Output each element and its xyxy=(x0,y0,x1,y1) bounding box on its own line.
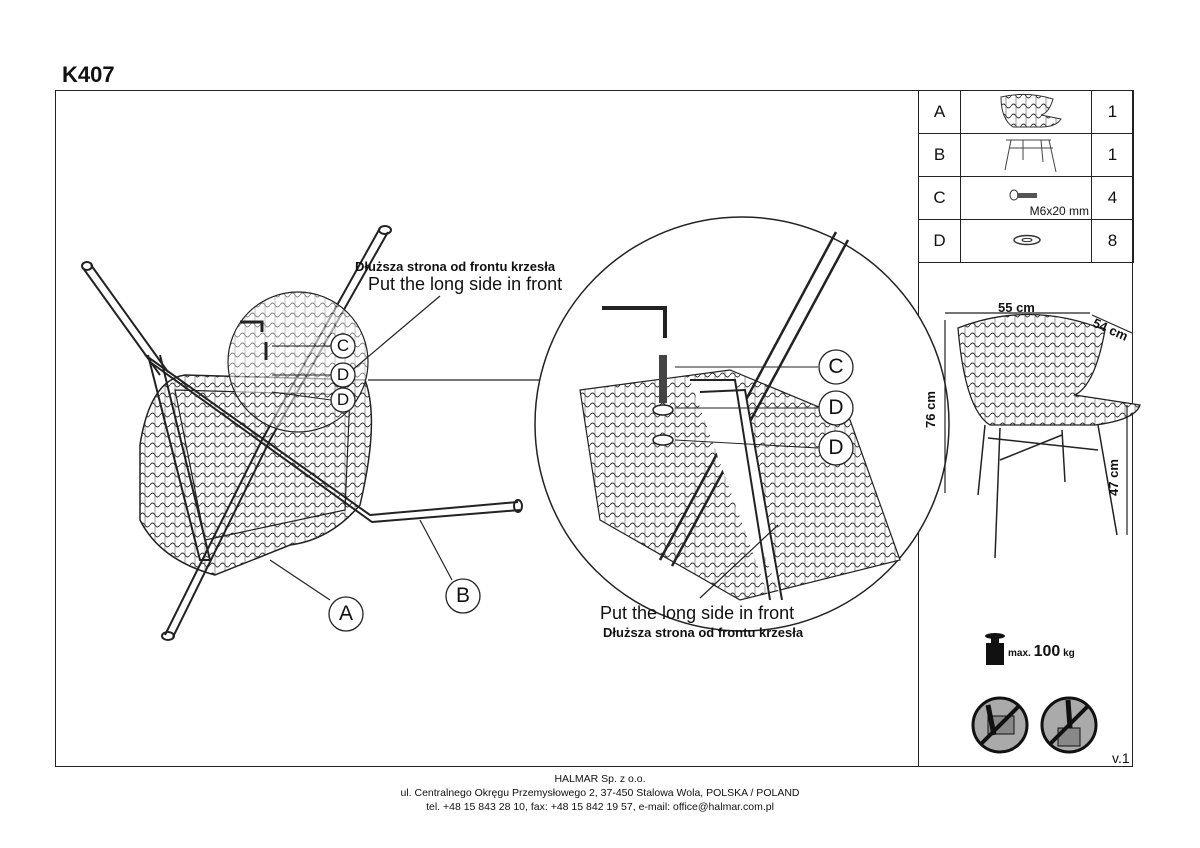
max-load: max. 100 kg xyxy=(1008,643,1075,660)
callout-c-large: C xyxy=(828,355,844,378)
dimension-seat-height: 47 cm xyxy=(1105,459,1121,496)
allen-key-icon xyxy=(240,320,264,332)
weight-icon xyxy=(985,633,1005,665)
footer: HALMAR Sp. z o.o. ul. Centralnego Okręgu… xyxy=(0,772,1200,814)
callout-d-small-2: D xyxy=(336,390,350,409)
dimension-width: 55 cm xyxy=(998,300,1035,315)
bolt-icon: M6x20 mm xyxy=(960,176,1092,220)
callout-b: B xyxy=(455,584,470,607)
footer-address: ul. Centralnego Okręgu Przemysłowego 2, … xyxy=(400,787,800,799)
no-climbing-chair-icon xyxy=(1040,696,1098,754)
part-row-b: B 1 xyxy=(918,133,1134,177)
chair-base-legs xyxy=(81,225,523,641)
callout-d-small: D xyxy=(336,365,350,384)
footer-contact: tel. +48 15 843 28 10, fax: +48 15 842 1… xyxy=(426,801,774,813)
part-row-c: C M6x20 mm 4 xyxy=(918,176,1134,220)
chair-seat-shell-icon xyxy=(960,90,1092,134)
version-label: v.1 xyxy=(1112,750,1130,766)
washer-icon xyxy=(960,219,1092,263)
drawing-frame xyxy=(55,90,1133,767)
callout-a: A xyxy=(338,602,353,625)
chair-base-frame-icon xyxy=(960,133,1092,177)
part-row-d: D 8 xyxy=(918,219,1134,263)
dimension-height: 76 cm xyxy=(922,391,938,428)
callout-c-small: C xyxy=(336,336,350,355)
part-row-a: A 1 xyxy=(918,90,1134,134)
assembled-chair-drawing xyxy=(944,312,1141,559)
detail-circle-large xyxy=(534,216,950,632)
callout-d-large: D xyxy=(828,396,844,419)
instruction-bottom-pl: Dłuższa strona od frontu krzesła xyxy=(603,625,804,640)
instruction-top-pl: Dłuższa strona od frontu krzesła xyxy=(355,259,556,274)
product-code: K407 xyxy=(62,62,115,87)
instruction-top-en: Put the long side in front xyxy=(368,274,563,294)
no-standing-on-chair-icon xyxy=(971,696,1029,754)
callout-d-large-2: D xyxy=(828,436,844,459)
parts-table: A 1 B 1 C M6x20 mm 4 D 8 xyxy=(918,90,1134,263)
instruction-bottom-en: Put the long side in front xyxy=(600,603,795,623)
footer-company: HALMAR Sp. z o.o. xyxy=(554,773,646,785)
